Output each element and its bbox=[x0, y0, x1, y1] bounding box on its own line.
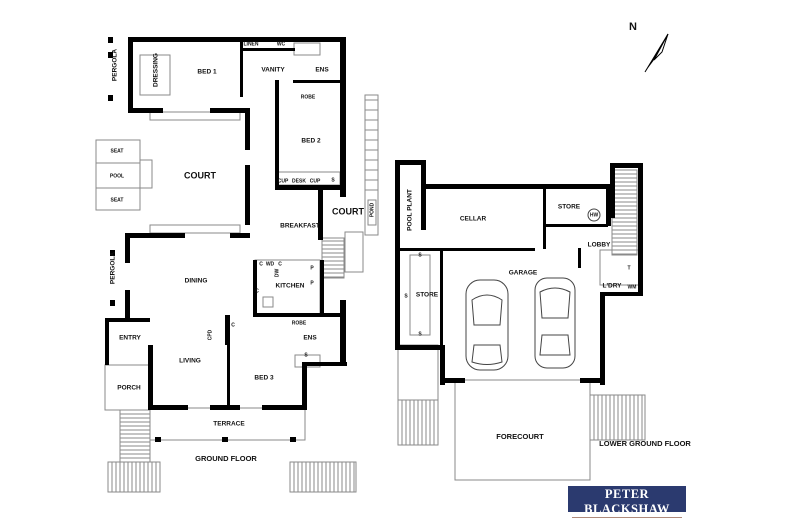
room-label: STORE bbox=[416, 292, 439, 299]
room-label: CPD bbox=[207, 329, 213, 340]
lower-ground-outlines bbox=[397, 169, 646, 481]
room-label: BED 2 bbox=[301, 138, 321, 145]
room-label: C bbox=[278, 261, 282, 267]
room-label: HW bbox=[590, 212, 599, 218]
room-label: ENS bbox=[315, 67, 329, 74]
north-label: N bbox=[629, 21, 637, 33]
room-label: KITCHEN bbox=[276, 283, 305, 290]
room-label: ENTRY bbox=[119, 335, 141, 342]
room-label: CUP bbox=[278, 178, 289, 184]
room-label: P bbox=[310, 280, 314, 286]
room-label: PERGOLA bbox=[110, 252, 117, 284]
room-label: DRESSING bbox=[153, 53, 160, 87]
ground-floor-labels: PERGOLA DRESSING BED 1 LINEN WC VANITY E… bbox=[110, 41, 376, 463]
room-label: C bbox=[231, 322, 235, 328]
room-label: DW bbox=[274, 269, 280, 278]
stairs-right bbox=[321, 237, 345, 279]
north-arrow-icon: N bbox=[629, 21, 669, 73]
ground-floor-title: GROUND FLOOR bbox=[195, 454, 257, 463]
room-label: VANITY bbox=[261, 67, 285, 74]
room-label: PERGOLA bbox=[112, 49, 119, 81]
room-label: COURT bbox=[184, 170, 216, 180]
room-label: CUP bbox=[310, 178, 321, 184]
room-label: S bbox=[331, 177, 335, 183]
room-label: WC bbox=[277, 41, 286, 47]
room-label: ENS bbox=[303, 335, 317, 342]
car-right bbox=[534, 277, 576, 369]
room-label: POOL PLANT bbox=[407, 189, 414, 231]
room-label: LOBBY bbox=[588, 242, 611, 249]
room-label: C bbox=[259, 261, 263, 267]
room-label: C bbox=[255, 288, 259, 294]
room-label: ROBE bbox=[292, 320, 307, 326]
agency-logo: PETER BLACKSHAW MARKETING QUALITY PROPER… bbox=[568, 486, 686, 524]
room-label: T bbox=[627, 265, 630, 271]
logo-name: PETER BLACKSHAW bbox=[572, 487, 682, 518]
room-label: P bbox=[310, 265, 314, 271]
room-label: WM bbox=[628, 284, 637, 290]
room-label: L'DRY bbox=[603, 283, 623, 290]
logo-tagline: MARKETING QUALITY PROPERTY bbox=[573, 519, 681, 524]
room-label: S bbox=[404, 293, 408, 299]
room-label: STORE bbox=[558, 204, 581, 211]
room-label: POND bbox=[369, 202, 375, 217]
room-label: POOL bbox=[110, 173, 124, 179]
room-label: S bbox=[418, 331, 422, 337]
hot-water-unit bbox=[587, 208, 601, 222]
room-label: DINING bbox=[185, 278, 208, 285]
room-label: FORECOURT bbox=[496, 432, 544, 441]
lower-ground-labels: POOL PLANT CELLAR STORE HW LOBBY GARAGE … bbox=[404, 189, 691, 448]
room-label: BREAKFAST bbox=[280, 223, 320, 230]
room-label: SEAT bbox=[111, 197, 124, 203]
room-label: LINEN bbox=[244, 41, 259, 47]
room-label: GARAGE bbox=[509, 270, 538, 277]
ground-floor-walls bbox=[105, 37, 347, 442]
room-label: LIVING bbox=[179, 358, 201, 365]
room-label: BED 1 bbox=[197, 69, 217, 76]
room-label: BED 3 bbox=[254, 375, 274, 382]
stair-treads bbox=[111, 99, 643, 492]
room-label: S bbox=[418, 252, 422, 258]
room-label: DESK bbox=[292, 178, 306, 184]
car-left bbox=[465, 279, 509, 371]
room-label: S bbox=[304, 352, 308, 358]
lower-ground-floor-title: LOWER GROUND FLOOR bbox=[599, 439, 691, 448]
room-label: COURT bbox=[332, 206, 364, 216]
room-label: ROBE bbox=[301, 94, 316, 100]
room-label: SEAT bbox=[111, 148, 124, 154]
room-label: PORCH bbox=[117, 385, 141, 392]
room-label: WD bbox=[266, 261, 275, 267]
lower-ground-walls bbox=[395, 160, 643, 385]
room-label: CELLAR bbox=[460, 216, 487, 223]
room-label: TERRACE bbox=[213, 421, 245, 428]
